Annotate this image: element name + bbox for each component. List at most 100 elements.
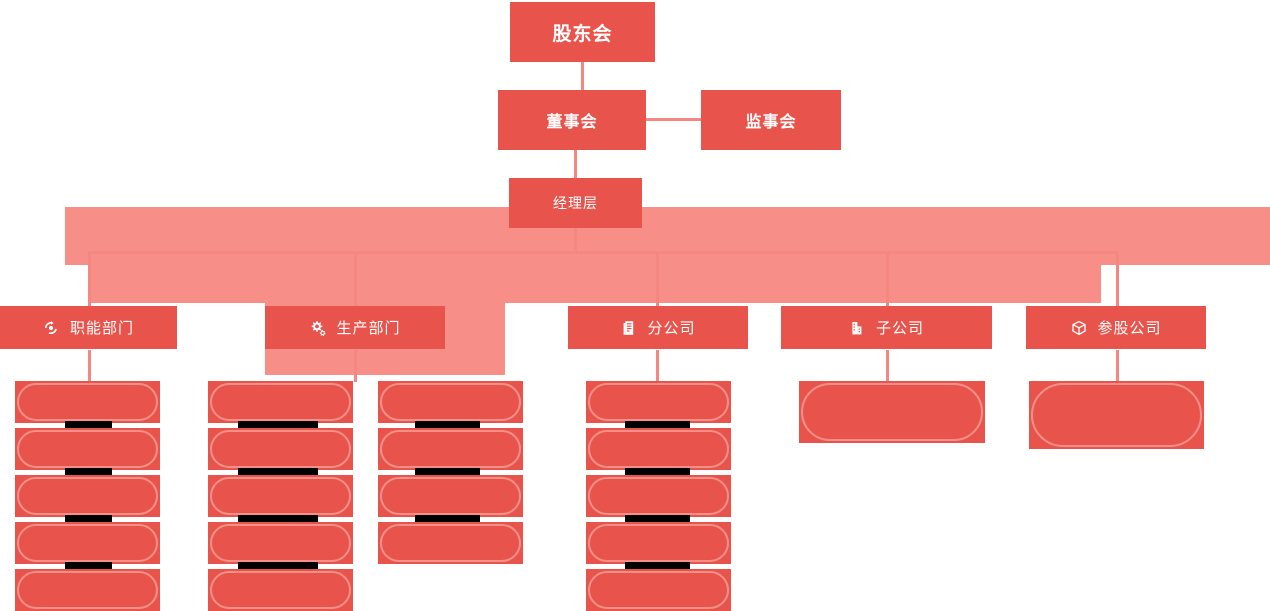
leaf-outline xyxy=(210,430,351,468)
node-board-label: 董事会 xyxy=(546,114,598,131)
leaf-outline xyxy=(210,524,351,562)
connector-bus-horizontal xyxy=(88,251,1118,254)
list-item[interactable] xyxy=(799,381,985,443)
leaf-label xyxy=(15,428,160,470)
redaction-bar xyxy=(65,468,112,478)
leaf-outline xyxy=(17,571,158,609)
connector-management-to-bus xyxy=(574,228,577,252)
leaf-label xyxy=(378,428,523,470)
list-item[interactable] xyxy=(586,569,731,611)
recycle-circle-icon xyxy=(43,319,60,336)
category-header-equity-companies[interactable]: 参股公司 xyxy=(1026,306,1206,349)
leaf-label xyxy=(208,475,353,517)
redaction-bar xyxy=(238,468,318,478)
list-item[interactable] xyxy=(378,475,523,517)
redaction-bar xyxy=(415,421,480,431)
connector-production-to-leaves xyxy=(354,350,357,382)
redaction-bar xyxy=(65,421,112,431)
leaf-label xyxy=(586,475,731,517)
leaf-outline xyxy=(380,430,521,468)
document-building-icon xyxy=(620,319,637,336)
redaction-bar xyxy=(625,468,690,478)
category-label: 生产部门 xyxy=(336,320,401,337)
node-board-of-supervisors[interactable]: 监事会 xyxy=(701,90,841,150)
node-management-label: 经理层 xyxy=(553,195,598,211)
node-shareholders-meeting[interactable]: 股东会 xyxy=(510,2,655,62)
leaf-outline xyxy=(588,571,729,609)
category-label: 子公司 xyxy=(875,320,924,337)
leaf-label xyxy=(15,522,160,564)
list-item[interactable] xyxy=(15,569,160,611)
leaf-outline xyxy=(17,524,158,562)
list-item[interactable] xyxy=(1029,381,1204,449)
leaf-label xyxy=(586,428,731,470)
list-item[interactable] xyxy=(378,522,523,564)
list-item[interactable] xyxy=(208,428,353,470)
redaction-bar xyxy=(65,562,112,572)
leaf-outline xyxy=(380,477,521,515)
redaction-bar xyxy=(65,515,112,525)
category-header-production-departments[interactable]: 生产部门 xyxy=(265,306,445,349)
list-item[interactable] xyxy=(378,381,523,423)
category-header-branch-companies[interactable]: 分公司 xyxy=(568,306,748,349)
list-item[interactable] xyxy=(15,522,160,564)
leaf-outline xyxy=(17,383,158,421)
category-header-functional-departments[interactable]: 职能部门 xyxy=(0,306,177,349)
redaction-bar xyxy=(238,515,318,525)
leaf-outline xyxy=(17,430,158,468)
selection-highlight-band-2 xyxy=(88,265,1101,303)
redaction-bar xyxy=(415,515,480,525)
leaf-label xyxy=(208,381,353,423)
leaf-label xyxy=(378,381,523,423)
redaction-bar xyxy=(625,515,690,525)
list-item[interactable] xyxy=(586,522,731,564)
connector-bus-to-subsidiary xyxy=(886,251,889,307)
leaf-label xyxy=(378,522,523,564)
connector-functional-to-leaves xyxy=(88,350,91,382)
leaf-outline xyxy=(588,383,729,421)
leaf-label xyxy=(208,569,353,611)
redaction-bar xyxy=(625,562,690,572)
connector-equity-to-leaves xyxy=(1116,350,1119,382)
leaf-outline xyxy=(588,430,729,468)
list-item[interactable] xyxy=(378,428,523,470)
connector-bus-to-functional xyxy=(88,251,91,307)
leaf-outline xyxy=(588,524,729,562)
list-item[interactable] xyxy=(15,381,160,423)
connector-bus-to-branch xyxy=(656,251,659,307)
list-item[interactable] xyxy=(208,475,353,517)
node-management-layer[interactable]: 经理层 xyxy=(509,178,642,228)
category-header-subsidiary-companies[interactable]: 子公司 xyxy=(781,306,992,349)
connector-branch-to-leaves xyxy=(656,350,659,382)
list-item[interactable] xyxy=(586,475,731,517)
list-item[interactable] xyxy=(15,428,160,470)
list-item[interactable] xyxy=(15,475,160,517)
node-board-of-directors[interactable]: 董事会 xyxy=(498,90,646,150)
gears-icon xyxy=(309,319,326,336)
leaf-outline xyxy=(210,383,351,421)
leaf-label xyxy=(208,522,353,564)
office-building-icon xyxy=(849,319,866,336)
category-label: 职能部门 xyxy=(69,320,134,337)
list-item[interactable] xyxy=(586,381,731,423)
leaf-outline xyxy=(210,571,351,609)
list-item[interactable] xyxy=(208,522,353,564)
leaf-outline xyxy=(380,383,521,421)
list-item[interactable] xyxy=(208,569,353,611)
redaction-bar xyxy=(415,468,480,478)
leaf-label xyxy=(586,522,731,564)
connector-shareholders-to-board xyxy=(581,62,584,90)
category-label: 分公司 xyxy=(647,320,696,337)
leaf-outline xyxy=(210,477,351,515)
node-supervisors-label: 监事会 xyxy=(745,114,797,131)
list-item[interactable] xyxy=(586,428,731,470)
cube-box-icon xyxy=(1070,319,1087,336)
leaf-label xyxy=(15,475,160,517)
leaf-label xyxy=(378,475,523,517)
selection-highlight-band-1 xyxy=(65,207,1270,265)
redaction-bar xyxy=(238,562,318,572)
list-item[interactable] xyxy=(208,381,353,423)
node-shareholders-label: 股东会 xyxy=(552,23,613,45)
leaf-outline xyxy=(1031,383,1202,447)
